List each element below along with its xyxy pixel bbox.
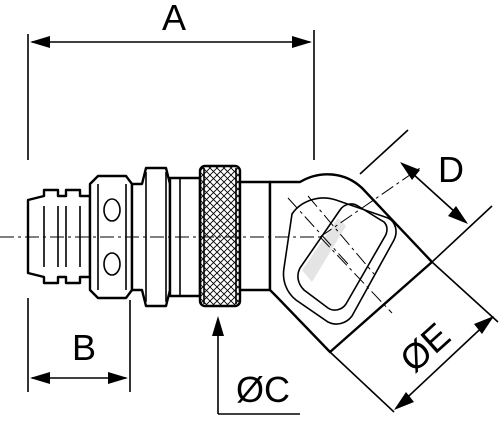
center-lines — [0, 167, 421, 314]
dimension-c-label: ØC — [236, 369, 290, 410]
coupling-body — [26, 164, 434, 354]
locking-ball-upper — [103, 198, 121, 222]
elbow-neck — [238, 180, 272, 292]
dimension-d: D — [359, 129, 493, 263]
dimension-a-label: A — [162, 0, 186, 38]
dimension-b-label: B — [72, 327, 96, 368]
dimension-e-label: ØE — [392, 315, 458, 380]
dimension-b: B — [27, 298, 131, 392]
dimension-a: A — [27, 0, 315, 160]
dimension-d-label: D — [438, 149, 464, 190]
locking-ball-lower — [103, 252, 121, 276]
knurled-sleeve — [198, 164, 242, 308]
elbow-window — [297, 203, 388, 311]
elbow-face — [282, 197, 397, 325]
elbow-housing — [268, 173, 434, 354]
dimension-c: ØC — [212, 316, 300, 415]
